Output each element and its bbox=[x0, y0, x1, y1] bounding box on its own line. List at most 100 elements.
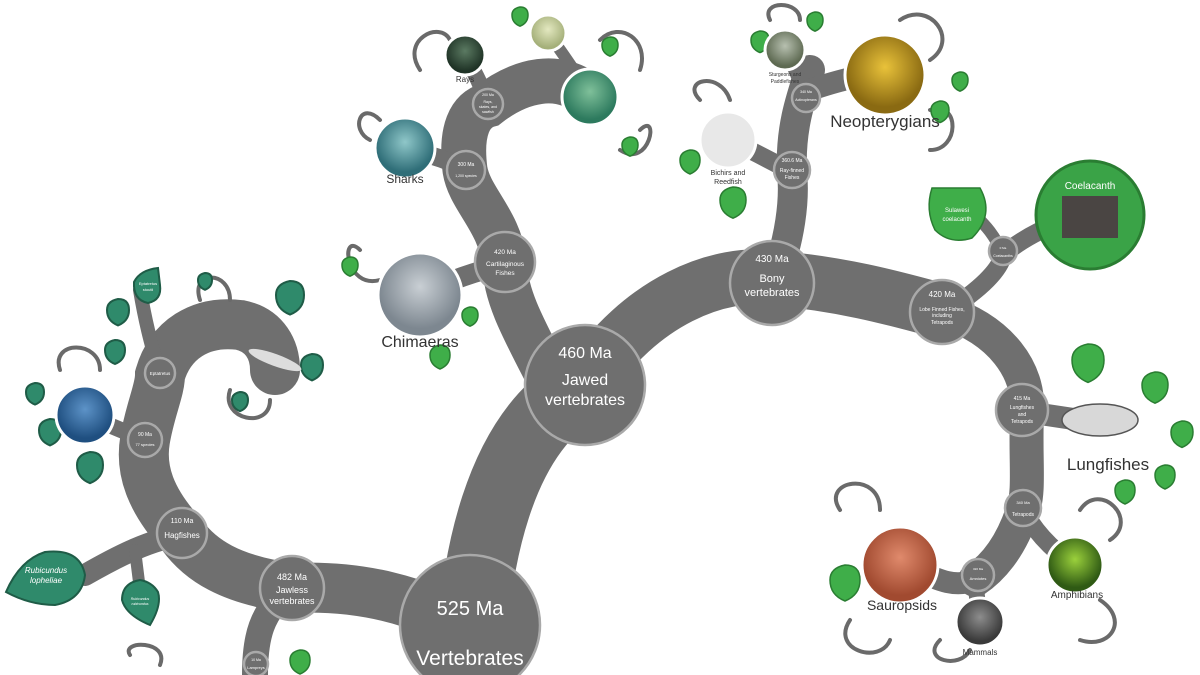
leaf-icon bbox=[461, 306, 479, 328]
skate-photo[interactable] bbox=[528, 13, 568, 53]
label-lungfishes: Lungfishes bbox=[1067, 455, 1149, 474]
svg-text:Jawless: Jawless bbox=[276, 585, 309, 595]
svg-text:360.6 Ma: 360.6 Ma bbox=[782, 158, 803, 164]
svg-text:Tetrapods: Tetrapods bbox=[1012, 512, 1034, 518]
leaf-icon bbox=[75, 450, 105, 485]
ray-photo[interactable] bbox=[560, 67, 620, 127]
svg-text:and: and bbox=[1018, 412, 1027, 418]
svg-text:525 Ma: 525 Ma bbox=[437, 598, 505, 620]
leaf-icon bbox=[196, 271, 214, 291]
leaf-icon bbox=[105, 297, 131, 327]
label-coelacanth: Coelacanth bbox=[1065, 181, 1116, 192]
label-amphibians: Amphibians bbox=[1051, 590, 1103, 601]
leaf-icon bbox=[341, 256, 359, 278]
mammals-photo[interactable] bbox=[954, 596, 1006, 648]
node-jawless[interactable]: 482 Ma Jawless vertebrates bbox=[258, 554, 326, 622]
leaf-icon bbox=[679, 149, 701, 175]
svg-text:340 Ma: 340 Ma bbox=[1016, 500, 1030, 505]
svg-text:Fishes: Fishes bbox=[495, 270, 515, 277]
svg-text:Tetrapods: Tetrapods bbox=[1011, 419, 1033, 425]
label-sturgeons: Sturgeons and bbox=[769, 72, 802, 78]
node-cartilaginous[interactable]: 420 Ma Cartilaginous Fishes bbox=[473, 230, 537, 294]
svg-text:Bony: Bony bbox=[759, 273, 785, 285]
hagfish-photo[interactable] bbox=[54, 384, 116, 446]
chimaeras-photo[interactable] bbox=[376, 251, 464, 339]
node-coelacanths[interactable]: 0 Ma Coelacanths bbox=[987, 235, 1019, 267]
leaf-icon bbox=[429, 344, 451, 370]
svg-text:300 Ma: 300 Ma bbox=[458, 162, 475, 168]
sauropsids-photo[interactable] bbox=[860, 525, 940, 605]
svg-text:Rubicundus: Rubicundus bbox=[25, 566, 67, 575]
neopterygians-photo[interactable] bbox=[843, 33, 927, 117]
leaf-icon bbox=[1141, 371, 1169, 405]
svg-text:vertebrates: vertebrates bbox=[269, 596, 315, 606]
node-ray-finned[interactable]: 360.6 Ma Ray-finned Fishes bbox=[772, 150, 812, 190]
svg-text:430 Ma: 430 Ma bbox=[755, 254, 789, 265]
leaf-icon bbox=[103, 338, 127, 366]
leaves-decorative bbox=[24, 6, 1194, 675]
svg-text:sawfish: sawfish bbox=[482, 110, 494, 114]
svg-text:200 Ma: 200 Ma bbox=[482, 93, 494, 97]
svg-text:Vertebrates: Vertebrates bbox=[416, 647, 523, 670]
leaf-icon bbox=[951, 71, 969, 93]
label-reedfish: Reedfish bbox=[714, 179, 742, 186]
node-lungfish-tetrapods[interactable]: 415 Ma Lungfishes and Tetrapods bbox=[994, 382, 1050, 438]
leaf-icon bbox=[621, 136, 639, 158]
node-jawed[interactable]: 460 Ma Jawed vertebrates bbox=[523, 323, 647, 447]
bichirs-photo[interactable] bbox=[698, 110, 758, 170]
svg-text:Eptatretus: Eptatretus bbox=[150, 371, 171, 376]
svg-text:Amniotes: Amniotes bbox=[970, 576, 987, 581]
label-bichirs: Bichirs and bbox=[711, 170, 746, 177]
leaf-icon bbox=[511, 6, 529, 28]
svg-text:460 Ma: 460 Ma bbox=[558, 345, 611, 362]
node-lampreys[interactable]: 10 Ma Lampreys bbox=[242, 650, 270, 675]
svg-text:Rubicundus: Rubicundus bbox=[131, 597, 150, 601]
leaf-rubicundus-lopheliae[interactable]: Rubicundus lopheliae bbox=[4, 550, 87, 607]
node-bony[interactable]: 430 Ma Bony vertebrates bbox=[728, 239, 816, 327]
leaf-rubicundus-rubicundus[interactable]: Rubicundus rubicundus bbox=[120, 578, 160, 627]
node-lobe-finned[interactable]: 420 Ma Lobe Finned Fishes, including Tet… bbox=[908, 278, 976, 346]
node-actinopterans[interactable]: 340 Ma Actinopterans bbox=[790, 82, 822, 114]
node-hagfishes[interactable]: 110 Ma Hagfishes bbox=[155, 506, 209, 560]
sharks-photo[interactable] bbox=[373, 116, 437, 180]
leaf-icon bbox=[930, 100, 950, 124]
leaf-icon bbox=[1154, 464, 1176, 490]
svg-text:10 Ma: 10 Ma bbox=[251, 658, 261, 662]
sturgeon-photo[interactable] bbox=[763, 28, 807, 72]
svg-text:110 Ma: 110 Ma bbox=[171, 518, 194, 525]
label-sauropsids: Sauropsids bbox=[867, 597, 937, 613]
leaf-icon bbox=[230, 390, 250, 413]
rays-photo[interactable] bbox=[443, 33, 487, 77]
leaf-icon bbox=[1114, 479, 1136, 505]
svg-text:including: including bbox=[932, 313, 952, 319]
svg-text:482 Ma: 482 Ma bbox=[277, 572, 307, 582]
amphibians-photo[interactable] bbox=[1045, 535, 1105, 595]
svg-text:Tetrapods: Tetrapods bbox=[931, 320, 953, 326]
leaf-sulawesi[interactable]: Sulawesi coelacanth bbox=[928, 187, 987, 241]
node-hagfish-species[interactable]: 90 Ma 77 species bbox=[126, 421, 164, 459]
node-rays[interactable]: 200 Ma Rays, skates, and sawfish bbox=[471, 87, 505, 121]
node-tetrapods[interactable]: 340 Ma Tetrapods bbox=[1003, 488, 1043, 528]
svg-text:vertebrates: vertebrates bbox=[545, 392, 625, 409]
leaf-icon bbox=[1071, 343, 1105, 384]
leaf-eptatretus[interactable]: Eptatretus stoutii bbox=[132, 266, 162, 305]
svg-text:lopheliae: lopheliae bbox=[30, 576, 63, 585]
leaf-icon bbox=[299, 352, 325, 382]
leaf-icon bbox=[829, 564, 861, 602]
svg-text:Rays,: Rays, bbox=[484, 100, 493, 104]
node-amniotes[interactable]: 320 Ma Amniotes bbox=[960, 557, 996, 593]
node-eptatretus[interactable]: Eptatretus bbox=[143, 356, 177, 390]
svg-text:Lungfishes: Lungfishes bbox=[1010, 405, 1035, 411]
node-vertebrates[interactable]: 525 Ma Vertebrates bbox=[398, 553, 542, 675]
node-sharks[interactable]: 300 Ma 1,200 species bbox=[445, 149, 487, 191]
svg-text:415 Ma: 415 Ma bbox=[1014, 396, 1031, 402]
coelacanth-photo bbox=[1062, 196, 1118, 238]
svg-text:stoutii: stoutii bbox=[143, 287, 154, 292]
label-mammals: Mammals bbox=[963, 648, 998, 657]
leaf-icon bbox=[1170, 420, 1194, 449]
photo-circles bbox=[54, 13, 1146, 648]
lungfish-drawing[interactable] bbox=[1061, 403, 1139, 437]
svg-text:Actinopterans: Actinopterans bbox=[795, 98, 817, 102]
label-chimaeras: Chimaeras bbox=[381, 334, 458, 351]
label-neopterygians: Neopterygians bbox=[830, 112, 940, 131]
